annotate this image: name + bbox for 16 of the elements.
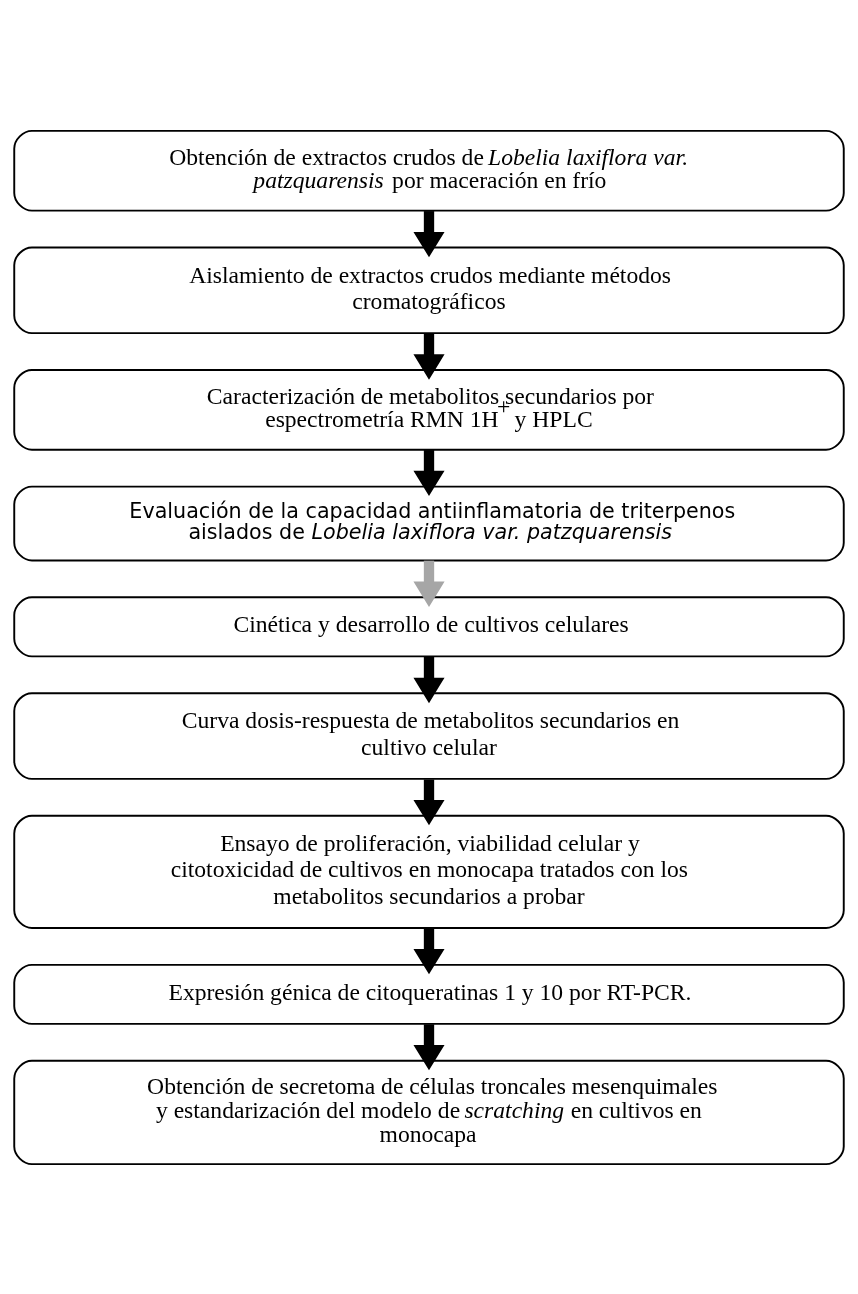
node-box: Curva dosis-respuesta de metabolitos secundarios en cultivo celular [13, 691, 845, 780]
node-box: Obtención de extractos crudos de Lobelia laxiflora var. patzquarensis por maceración en frío [13, 129, 845, 212]
arrow [413, 210, 445, 257]
node-box: Evaluación de la capacidad antiinflamatoria de triterpenos aislados de Lobelia laxiflora var. patzquarensis [13, 485, 845, 561]
node-box: Obtención de secretoma de células troncales mesenquimales y estandarización del modelo de scratching en cultivos en monocapa [13, 1059, 845, 1165]
arrow [413, 449, 445, 496]
node-box: Ensayo de proliferación, viabilidad celular y citotoxicidad de cultivos en monocapa tratados con los metabolitos secundarios a probar [13, 814, 845, 929]
arrow [413, 656, 445, 703]
node-box: Aislamiento de extractos crudos mediante métodos cromatográficos [13, 246, 845, 334]
arrow [413, 1023, 445, 1070]
arrow [413, 332, 445, 380]
node-box: Cinética y desarrollo de cultivos celulares [13, 595, 845, 657]
arrow [413, 927, 445, 974]
arrow [413, 779, 445, 825]
arrow [413, 560, 445, 607]
node-box: Expresión génica de citoqueratinas 1 y 10 por RT-PCR. [13, 963, 845, 1025]
